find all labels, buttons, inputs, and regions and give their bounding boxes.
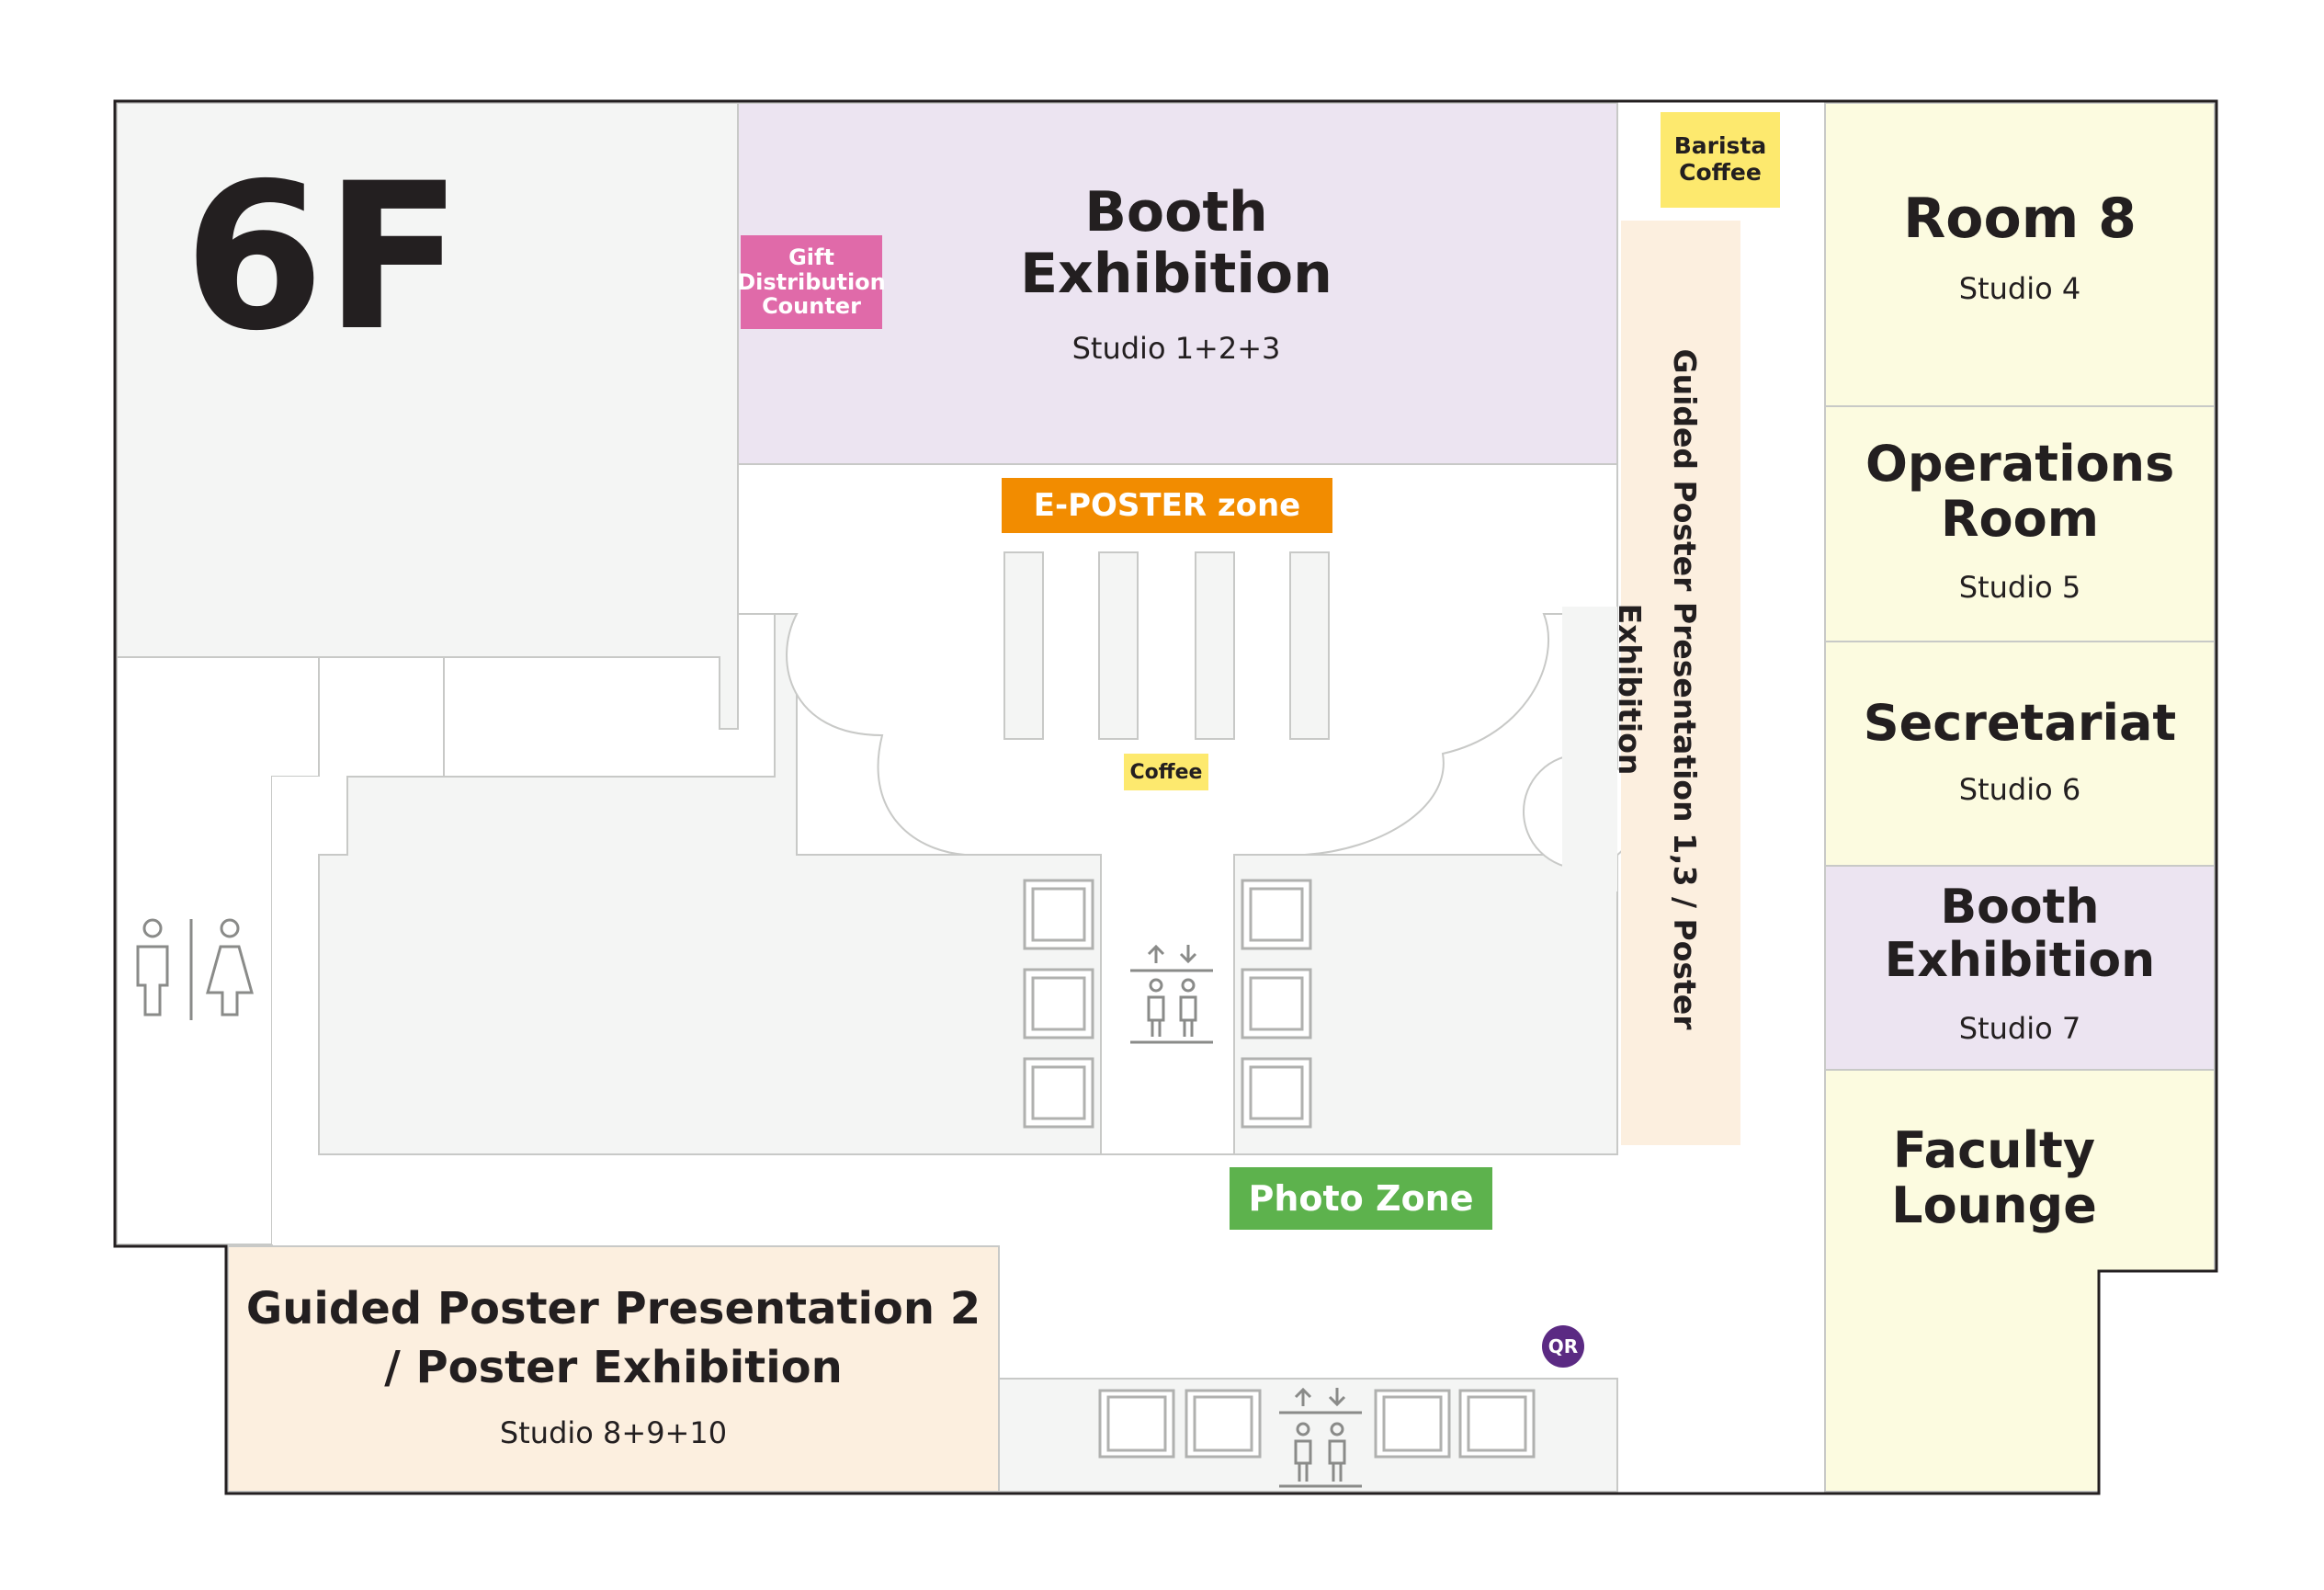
operations-title: Operations Room xyxy=(1865,435,2175,549)
faculty-title: Faculty Lounge xyxy=(1891,1121,2097,1235)
secretariat-sub: Studio 6 xyxy=(1958,772,2081,807)
eposter-stand xyxy=(1289,551,1330,740)
central-core-main xyxy=(272,777,347,1244)
guided2-title-line2: / Poster Exhibition xyxy=(384,1342,843,1393)
room8-sub: Studio 4 xyxy=(1958,271,2081,306)
elevator-icon xyxy=(1130,944,1213,1044)
booth7-area xyxy=(1824,865,2216,1071)
eposter-stand xyxy=(1098,551,1139,740)
booth-main-title: Booth Exhibition xyxy=(1020,180,1332,307)
qr-icon[interactable]: QR xyxy=(1542,1325,1584,1368)
eposter-stand xyxy=(1003,551,1044,740)
booth7-title: Booth Exhibition xyxy=(1884,880,2156,989)
booth-main-sub: Studio 1+2+3 xyxy=(1071,331,1281,366)
restroom-icon xyxy=(136,918,254,1020)
floor-label: 6F xyxy=(184,140,463,375)
guided13-title: Guided Poster Presentation 1,3 / Poster … xyxy=(1612,348,1703,1030)
elevator-shafts xyxy=(1023,879,1536,1459)
eposter-zone-tag: E-POSTER zone xyxy=(1002,478,1332,533)
room8-area xyxy=(1824,102,2216,407)
operations-area xyxy=(1824,405,2216,642)
coffee-tag: Coffee xyxy=(1124,754,1208,790)
booth7-sub: Studio 7 xyxy=(1958,1011,2081,1046)
guided2-area xyxy=(227,1245,1000,1493)
elevator-icon xyxy=(1279,1387,1362,1488)
barista-coffee-tag: Barista Coffee xyxy=(1661,112,1780,208)
guided2-sub: Studio 8+9+10 xyxy=(499,1415,728,1450)
open-area xyxy=(737,463,1618,1155)
booth-main-area xyxy=(737,102,1618,465)
guided13-area xyxy=(1621,221,1740,1145)
guided2-title-line1: Guided Poster Presentation 2 xyxy=(245,1283,981,1334)
eposter-stand xyxy=(1195,551,1235,740)
photo-zone-tag: Photo Zone xyxy=(1230,1167,1492,1230)
secretariat-area xyxy=(1824,641,2216,867)
gift-counter-tag: Gift Distribution Counter xyxy=(737,235,886,329)
room8-title: Room 8 xyxy=(1903,187,2137,251)
operations-sub: Studio 5 xyxy=(1958,570,2081,605)
secretariat-title: Secretariat xyxy=(1863,694,2177,752)
